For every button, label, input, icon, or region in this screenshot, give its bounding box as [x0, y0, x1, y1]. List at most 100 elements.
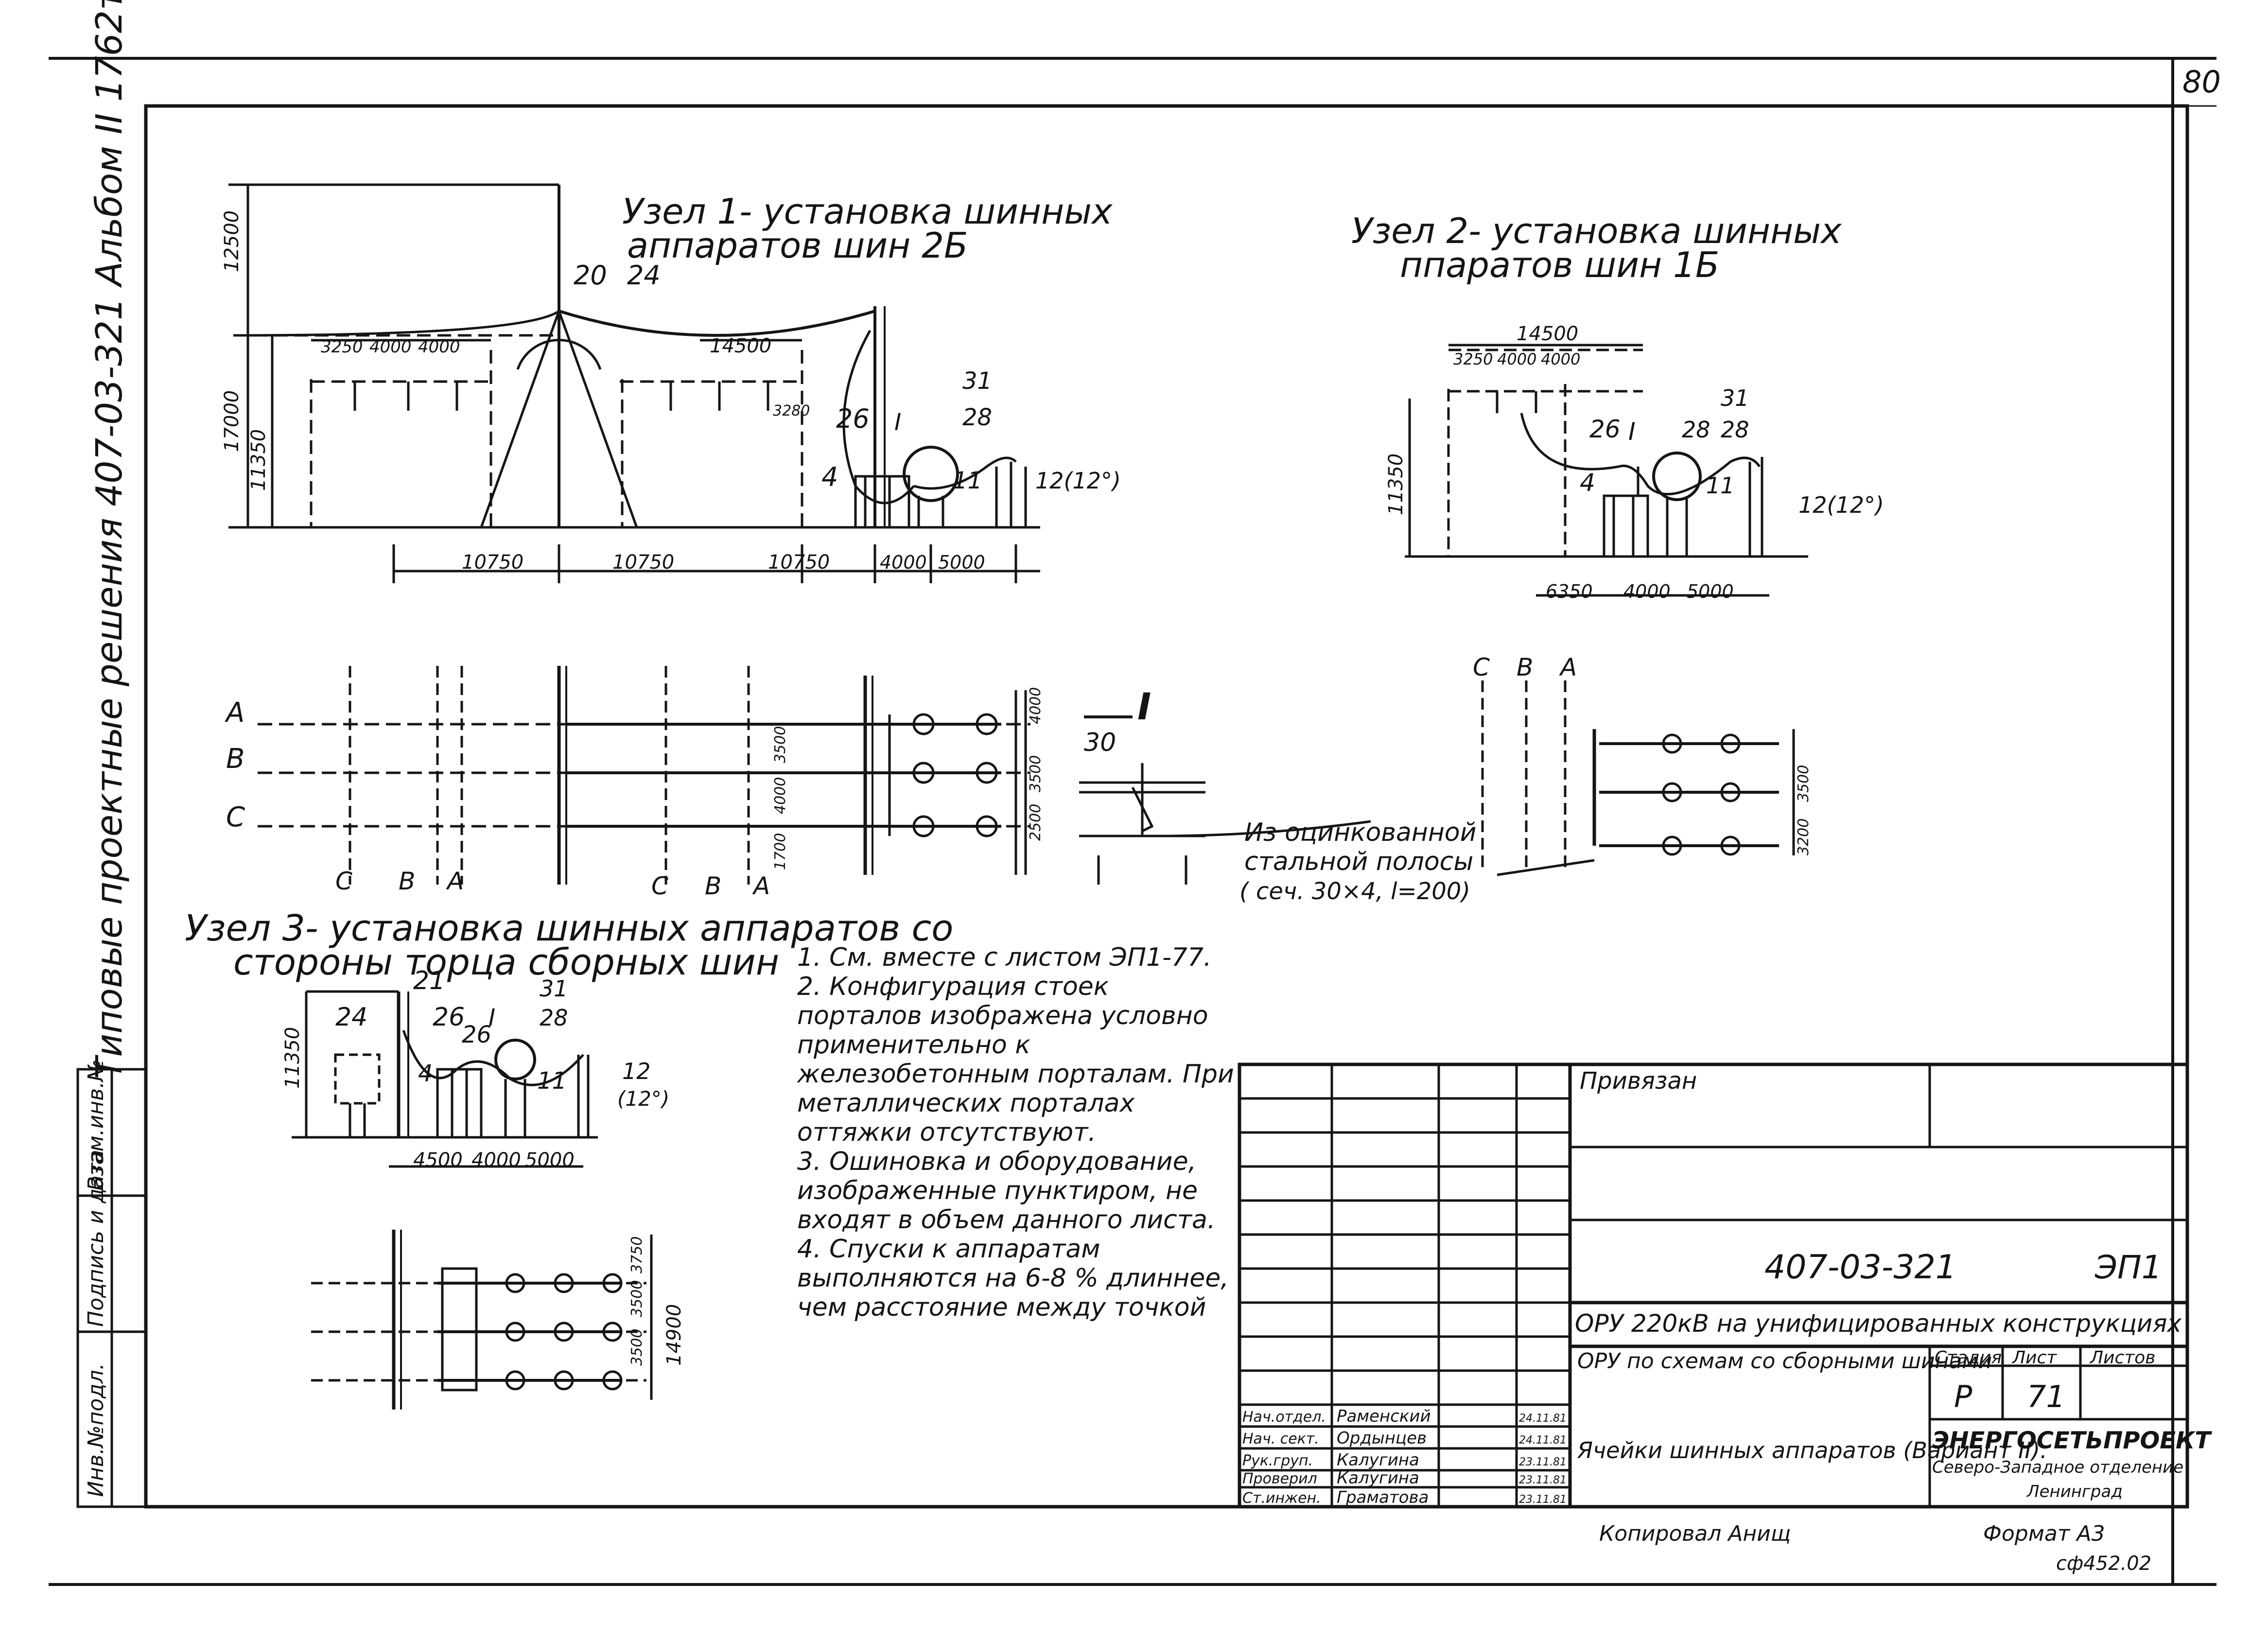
plan1-dim-2500: 2500: [1027, 804, 1044, 841]
node1-callout-26: 26: [836, 403, 870, 434]
tb-title-1: ОРУ 220кВ на унифицированных конструкция…: [1575, 1309, 2181, 1338]
sheet-frame: [49, 57, 2216, 1586]
sig-role: Нач.отдел.: [1242, 1409, 1326, 1426]
node1-callout-28: 28: [962, 404, 992, 431]
node2-plan-dim-3200: 3200: [1795, 818, 1812, 855]
node3-callout-11: 11: [537, 1067, 567, 1095]
node3-callout-24: 24: [335, 1003, 367, 1032]
node2-dim-3250: 3250: [1453, 350, 1493, 368]
node1-dim-3250: 3250: [321, 337, 363, 357]
node1-callout-I: I: [894, 409, 901, 436]
note-1: 1. См. вместе с листом ЭП1-77.: [797, 943, 1212, 972]
sig-role: Ст.инжен.: [1242, 1490, 1321, 1507]
plan1-bottom-A1: A: [446, 867, 464, 895]
node3-plan-dim-3500b: 3500: [628, 1280, 646, 1317]
node1-dim-4000a: 4000: [369, 337, 412, 357]
tb-signature-rows: Нач.отдел. Раменский 24.11.81 Нач. сект.…: [1242, 1407, 1567, 1507]
node3-plan-dim-3500a: 3500: [628, 1329, 646, 1366]
tb-org-2: Северо-Западное отделение: [1932, 1458, 2183, 1477]
node2-elevation: [1405, 344, 1808, 597]
node2-callout-28a: 28: [1682, 417, 1710, 443]
node2-title-2: ппаратов шин 1Б: [1400, 244, 1719, 285]
detail-I-note-3: ( сеч. 30×4, l=200): [1239, 878, 1470, 905]
tb-code: ЭП1: [2094, 1249, 2162, 1286]
node2-callout-28b: 28: [1721, 417, 1749, 443]
node3-title-2: стороны торца сборных шин: [233, 941, 779, 983]
node3-dim-5000: 5000: [525, 1149, 575, 1171]
node1-dim-4000c: 4000: [880, 552, 927, 573]
sig-date: 23.11.81: [1519, 1456, 1567, 1468]
sig-date: 23.11.81: [1519, 1474, 1567, 1486]
sig-role: Рук.груп.: [1242, 1452, 1313, 1469]
tb-stage: Р: [1954, 1379, 1972, 1414]
plan1-bottom-C1: C: [335, 867, 352, 895]
notes-block: 1. См. вместе с листом ЭП1-77. 2. Конфиг…: [797, 943, 1234, 1322]
node2-dim-6350: 6350: [1546, 581, 1593, 602]
plan1-phase-A: A: [225, 697, 244, 729]
node3-callout-26b: 26: [462, 1021, 491, 1048]
node1-dim-10750a: 10750: [462, 551, 523, 574]
detail-I-note-1: Из оцинкованной: [1244, 818, 1476, 847]
node2-callout-31: 31: [1721, 385, 1749, 411]
title-block: [1238, 1062, 2189, 1509]
node1-dim-10750b: 10750: [612, 551, 674, 574]
detail-I-note-2: стальной полосы: [1244, 847, 1473, 876]
copied-by: Копировал Анищ: [1599, 1521, 1791, 1546]
node1-dim-14500: 14500: [710, 335, 771, 357]
node1-callout-4: 4: [821, 462, 838, 492]
node3-callout-4: 4: [418, 1060, 433, 1087]
sig-date: 24.11.81: [1519, 1412, 1567, 1425]
side-strip: [76, 1068, 147, 1508]
node3-callout-12: 12: [622, 1058, 651, 1084]
note-3: 3. Ошиновка и оборудование, изображенные…: [797, 1147, 1216, 1235]
tb-col-sheet: Лист: [2011, 1348, 2057, 1368]
node1-dim-12500: 12500: [221, 210, 243, 272]
plan1-phase-C: C: [226, 801, 245, 833]
node2-dim-4000b: 4000: [1541, 350, 1580, 368]
node2-callout-11: 11: [1706, 472, 1735, 499]
sig-role: Проверил: [1242, 1470, 1317, 1487]
side-title: Типовые проектные решения 407-03-321 Аль…: [88, 0, 130, 1079]
tb-col-stage: Стадия: [1935, 1348, 2002, 1368]
node1-callout-31: 31: [962, 367, 992, 395]
node3-callout-I: I: [488, 1004, 495, 1031]
side-strip-replace: Взам.инв.№: [84, 1059, 108, 1191]
node1-dim-10750c: 10750: [768, 551, 830, 574]
tb-title-2: ОРУ по схемам со сборными шинами: [1577, 1349, 1992, 1374]
node1-callout-20: 20: [574, 260, 607, 291]
node3-plan-dim-14900: 14900: [663, 1304, 685, 1366]
node1-callout-24: 24: [627, 260, 661, 291]
node1-dim-11350: 11350: [247, 429, 270, 491]
side-strip-sign: Подпись и дата: [84, 1150, 108, 1327]
sig-name: Ордынцев: [1337, 1428, 1427, 1448]
plan1-dim-3500b: 3500: [1027, 755, 1044, 792]
node2-dim-5000: 5000: [1687, 581, 1734, 602]
tb-title-3: Ячейки шинных аппаратов (Вариант II).: [1577, 1437, 2047, 1463]
node2-callout-4: 4: [1580, 469, 1595, 497]
node2-callout-26: 26: [1589, 415, 1621, 443]
tb-sheet-no: 71: [2027, 1379, 2065, 1414]
plan1-dim-1700: 1700: [772, 833, 789, 870]
node1-dim-5000: 5000: [938, 552, 985, 573]
node1-dim-17000: 17000: [221, 390, 243, 452]
plan1-bottom-C2: C: [651, 872, 668, 900]
detail-I-label: I: [1137, 685, 1151, 728]
plan1-dim-3500a: 3500: [772, 726, 789, 763]
detail-I-callout: 30: [1084, 728, 1116, 757]
node1-plan: [258, 666, 1030, 885]
node1-dim-4000b: 4000: [418, 337, 460, 357]
node2-callout-12: 12(12°): [1798, 492, 1884, 518]
node3-callout-31: 31: [540, 975, 568, 1002]
sig-name: Калугина: [1337, 1468, 1419, 1488]
node1-title-2: аппаратов шин 2Б: [627, 225, 968, 266]
format-label: Формат А3: [1983, 1521, 2105, 1546]
node3-plan: [311, 1230, 653, 1410]
node2-plan: [1481, 680, 1795, 876]
node2-dim-4000a: 4000: [1497, 350, 1536, 368]
tb-linked: Привязан: [1580, 1067, 1697, 1095]
node2-phase-A: A: [1559, 653, 1577, 681]
plan1-bottom-B1: B: [399, 867, 415, 895]
sig-name: Раменский: [1337, 1407, 1431, 1426]
node1-elevation: [228, 183, 1040, 583]
